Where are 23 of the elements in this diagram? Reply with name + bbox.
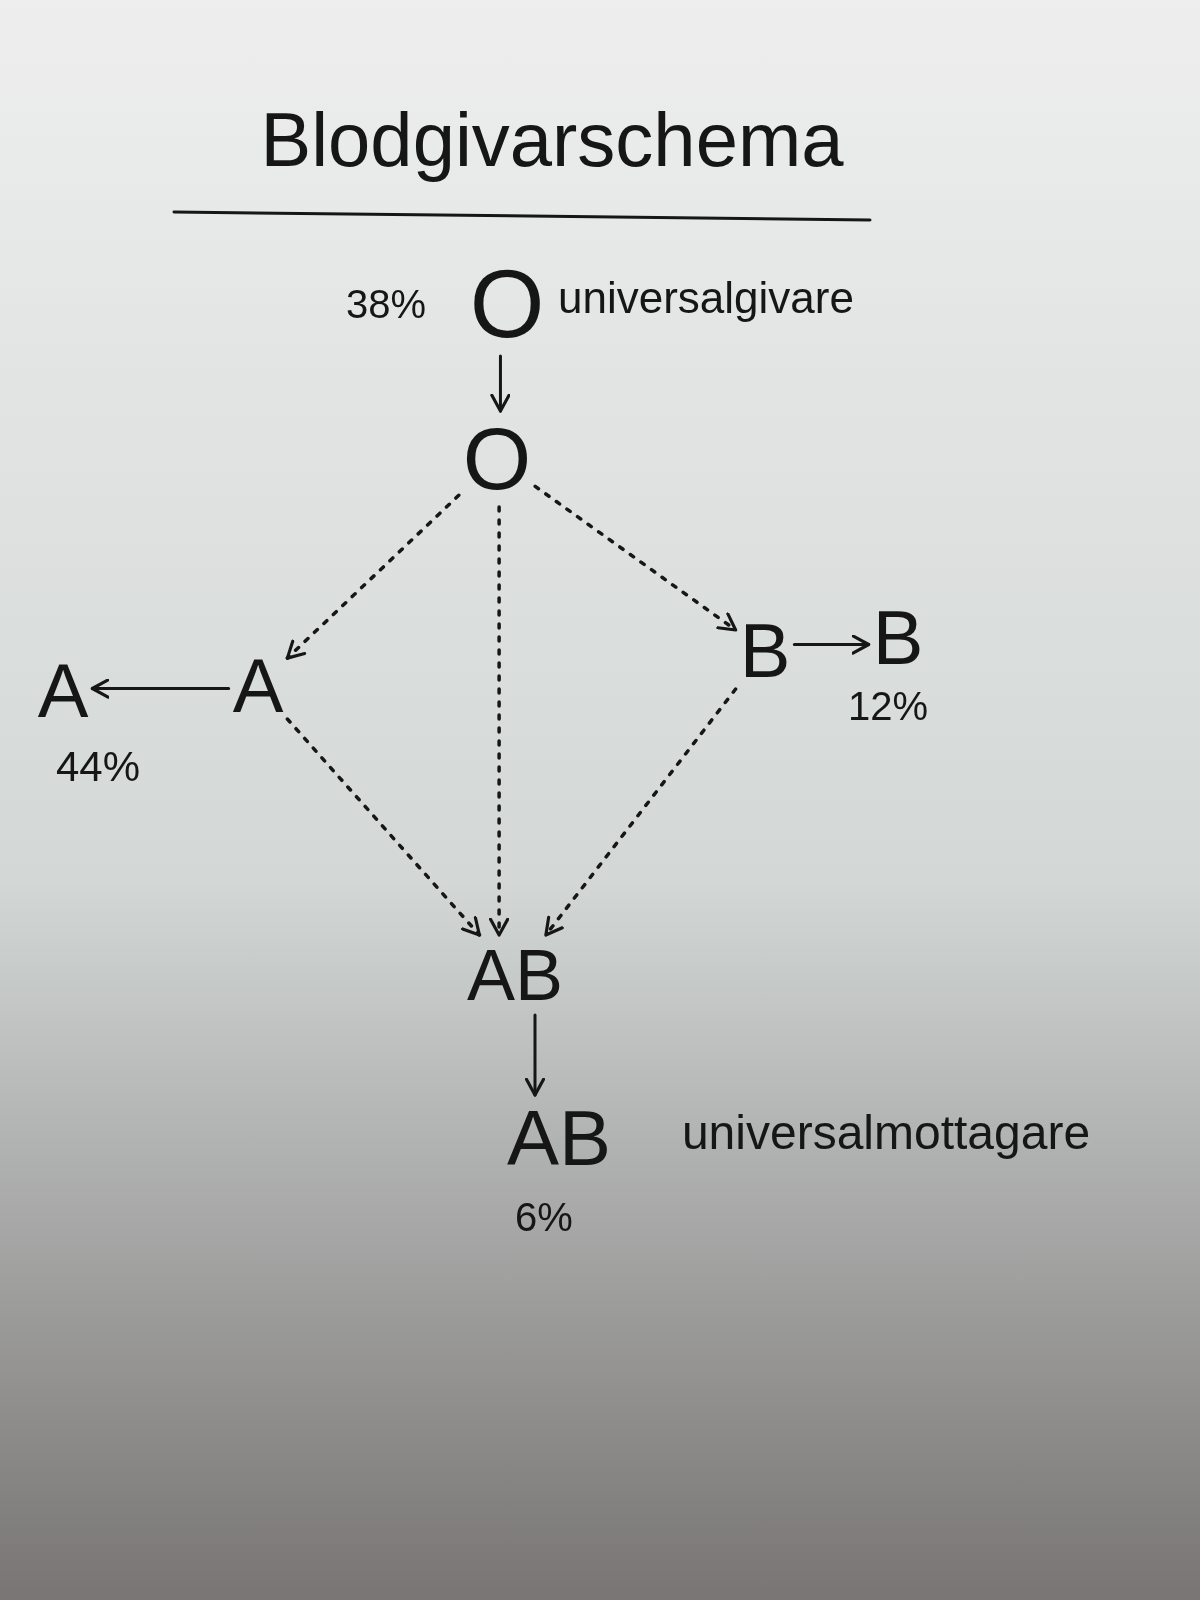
dashed-arrow <box>285 493 461 660</box>
node-annotation: universalmottagare <box>681 1109 1091 1157</box>
node-annotation: universalgivare <box>558 276 854 320</box>
dashed-arrow <box>544 687 738 937</box>
arrow <box>792 634 871 655</box>
arrow <box>490 354 511 413</box>
node-annotation: 12% <box>847 686 929 726</box>
node-annotation: 6% <box>515 1197 573 1237</box>
node-annotation: 44% <box>55 746 141 788</box>
blood-type-label: B <box>872 600 924 676</box>
blood-type-label: AB <box>506 1099 612 1177</box>
blood-type-label: O <box>462 415 532 503</box>
dashed-arrow <box>285 717 482 937</box>
node-annotation: 38% <box>345 284 427 324</box>
blood-type-label: B <box>739 613 791 689</box>
dashed-arrow <box>488 505 510 937</box>
dashed-arrow <box>533 484 738 632</box>
blood-type-label: A <box>37 653 89 729</box>
blood-type-label: O <box>469 256 545 352</box>
blood-type-label: AB <box>467 939 563 1011</box>
arrow <box>90 678 231 699</box>
arrow <box>524 1013 546 1097</box>
blood-type-label: A <box>232 648 284 724</box>
